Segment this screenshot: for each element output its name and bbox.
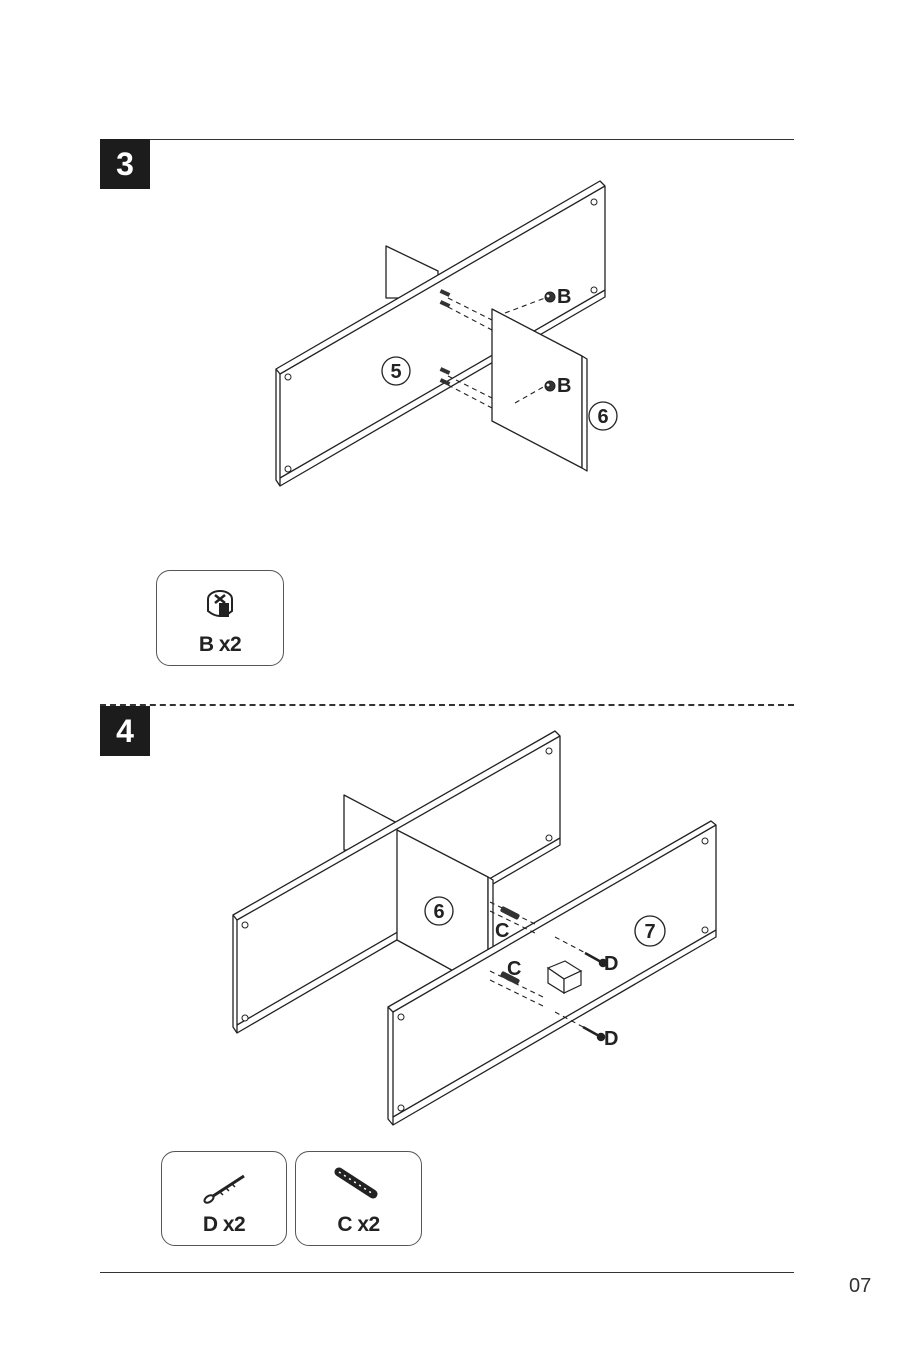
step4-label-6: 6 — [425, 897, 453, 925]
step4-dashed-rule — [100, 704, 794, 706]
svg-text:5: 5 — [390, 361, 401, 383]
step3-label-5: 5 — [382, 357, 410, 385]
svg-text:7: 7 — [644, 921, 655, 943]
step4-badge: 4 — [100, 706, 150, 756]
step3-diagram: B B 5 6 — [260, 170, 630, 500]
screw-icon — [200, 1170, 250, 1206]
cam-lock-icon — [202, 587, 238, 623]
step4-callout-d-2: D — [604, 1028, 618, 1050]
step3-callout-b-1: B — [557, 286, 571, 308]
step4-callout-d-1: D — [604, 953, 618, 975]
step3-callout-b-2: B — [557, 375, 571, 397]
step4-diagram: C C D D 6 7 — [225, 725, 725, 1130]
step3-label-6: 6 — [589, 402, 617, 430]
step4-label-7: 7 — [635, 916, 665, 946]
step4-part-label-d: D x2 — [162, 1213, 286, 1237]
step4-part-box-d: D x2 — [161, 1151, 287, 1246]
footer-rule — [100, 1272, 794, 1273]
step4-part-box-c: C x2 — [295, 1151, 422, 1246]
step3-cam-lock-2 — [545, 381, 555, 391]
svg-text:6: 6 — [597, 406, 608, 428]
step3-cam-lock-1 — [545, 292, 555, 302]
dowel-icon — [333, 1166, 383, 1202]
step4-part-label-c: C x2 — [296, 1213, 421, 1237]
svg-text:6: 6 — [433, 901, 444, 923]
step3-part-label-b: B x2 — [157, 633, 283, 657]
page-number: 07 — [849, 1275, 871, 1298]
step4-callout-c-2: C — [507, 958, 521, 980]
step4-screw-2 — [583, 1027, 604, 1040]
step4-callout-c-1: C — [495, 920, 509, 942]
step3-part-box-b: B x2 — [156, 570, 284, 666]
step3-badge: 3 — [100, 139, 150, 189]
step3-top-rule — [100, 139, 794, 140]
